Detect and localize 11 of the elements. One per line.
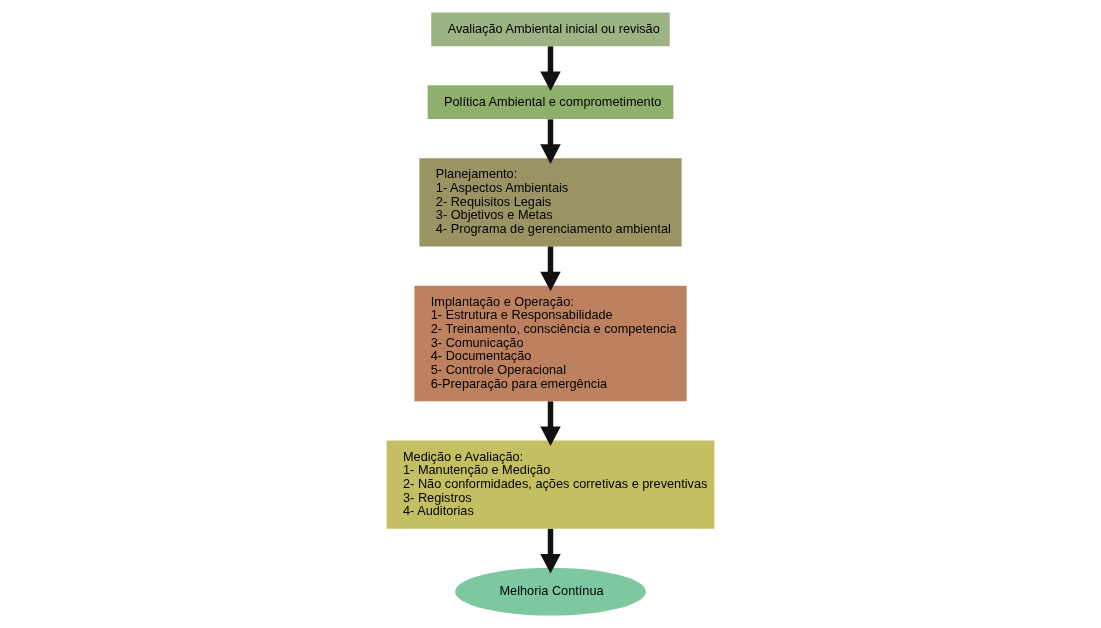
arrow [540,528,561,574]
node-box: Medição e Avaliação: 1- Manutenção e Medição 2- Não conformidades, ações corretivas e preventivas 3- Registros 4- Auditorias [386,440,715,529]
node-ellipse: Melhoria Contínua [455,567,646,616]
arrow [540,46,561,92]
node-box: Implantação e Operação: 1- Estrutura e Responsabilidade 2- Treinamento, consciência e competencia 3- Comunicação 4- Documentação 5- Controle Operacional 6-Preparação para emergência [414,285,687,402]
arrow [540,119,561,164]
node-box: Planejamento: 1- Aspectos Ambientais 2- Requisitos Legais 3- Objetivos e Metas 4- Programa de gerenciamento ambiental [419,158,682,247]
arrow [540,401,561,446]
arrow [540,246,561,292]
node-box: Política Ambiental e comprometimento [427,85,674,120]
node-box: Avaliação Ambiental inicial ou revisão [431,12,670,47]
